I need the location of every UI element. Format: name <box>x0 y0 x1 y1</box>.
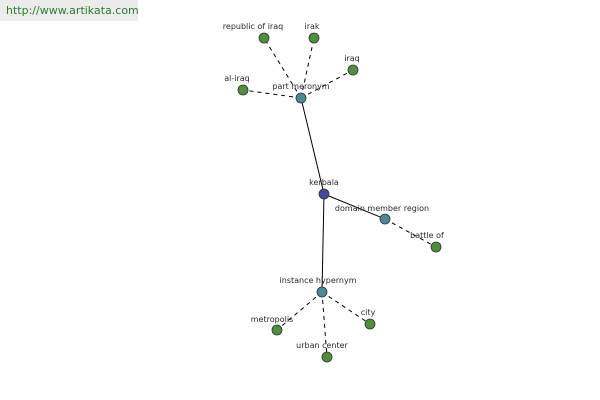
relation-label: part meronym <box>272 82 329 91</box>
relation-label: instance hypernym <box>280 276 357 285</box>
edge-relation-leaf <box>384 218 437 248</box>
leaf-label: iraq <box>344 54 360 63</box>
leaf-label: irak <box>304 22 319 31</box>
leaf-label: battle of <box>410 231 444 240</box>
leaf-node[interactable] <box>271 324 283 336</box>
relation-node[interactable] <box>379 213 391 225</box>
leaf-node[interactable] <box>347 64 359 76</box>
leaf-label: republic of iraq <box>223 22 283 31</box>
center-label: kerbala <box>309 178 339 187</box>
graph-edges <box>242 37 437 358</box>
leaf-node[interactable] <box>308 32 320 44</box>
edge-relation-leaf <box>321 291 371 325</box>
edge-relation-leaf <box>242 89 302 99</box>
center-node[interactable] <box>318 188 330 200</box>
edge-relation-leaf <box>263 37 302 99</box>
leaf-label: metropolis <box>251 315 293 324</box>
leaf-node[interactable] <box>364 318 376 330</box>
edge-relation-leaf <box>300 69 354 99</box>
leaf-label: urban center <box>296 341 348 350</box>
source-url[interactable]: http://www.artikata.com <box>0 0 139 21</box>
leaf-node[interactable] <box>258 32 270 44</box>
edge-center-relation <box>323 193 386 220</box>
edge-center-relation <box>321 193 325 293</box>
leaf-label: city <box>361 308 376 317</box>
leaf-node[interactable] <box>430 241 442 253</box>
relation-node[interactable] <box>295 92 307 104</box>
relation-label: domain member region <box>335 204 429 213</box>
leaf-label: al-iraq <box>224 74 250 83</box>
relation-node[interactable] <box>316 286 328 298</box>
graph-nodes: kerbala part meronym republic of iraq irak i… <box>223 22 444 363</box>
edge-relation-leaf <box>300 37 315 99</box>
edge-relation-leaf <box>276 291 323 331</box>
edge-center-relation <box>300 97 325 195</box>
leaf-node[interactable] <box>237 84 249 96</box>
leaf-node[interactable] <box>321 351 333 363</box>
edge-relation-leaf <box>321 291 328 358</box>
